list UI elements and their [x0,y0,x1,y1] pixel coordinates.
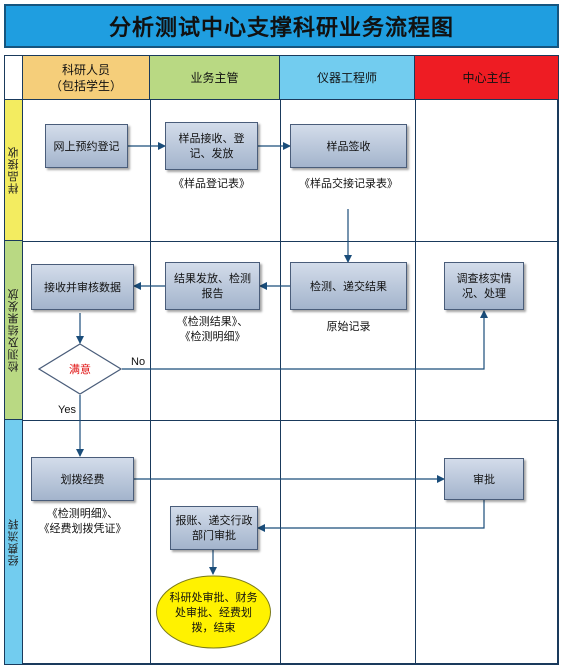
edge-approve-to-reimburse [257,500,485,532]
node-receive-review[interactable]: 接收并审核数据 [31,264,134,310]
doc-funds-voucher[interactable]: 《检测明细》、 《经费划拨凭证》 [31,503,134,549]
doc-sample-register[interactable]: 《样品登记表》 [165,171,258,209]
decision-label: 满意 [69,363,91,376]
node-result-release[interactable]: 结果发放、检测报告 [165,262,260,310]
doc-sample-register-label: 《样品登记表》 [173,177,250,190]
node-sample-sign[interactable]: 样品签收 [290,124,407,168]
diagram-title: 分析测试中心支撑科研业务流程图 [4,4,559,48]
node-decision-satisfied[interactable]: 满意 [38,343,122,395]
node-sample-receive[interactable]: 样品接收、登记、发放 [165,122,258,170]
doc-test-result[interactable]: 《检测结果》、 《检测明细》 [165,311,260,355]
corner-cell [5,56,23,100]
decision-diamond-shape [38,343,122,395]
doc-raw-record-label: 原始记录 [326,320,371,333]
node-online-booking[interactable]: 网上预约登记 [45,124,128,168]
column-header-instrument-engineer-label: 仪器工程师 [316,70,377,85]
column-divider-3 [415,100,416,664]
node-end[interactable]: 科研处审批、财务处审批、经费划拨，结束 [155,574,272,650]
lane-header-testing-results: 检测及结果发放 [5,241,23,420]
column-header-researcher-line1: 科研人员 [61,62,110,77]
node-allocate-funds[interactable]: 划拨经费 [31,457,134,501]
column-header-instrument-engineer: 仪器工程师 [280,56,415,100]
lane-divider-1 [23,241,558,242]
column-header-center-director: 中心主任 [415,56,558,100]
node-reimburse[interactable]: 报账、递交行政部门审批 [170,506,258,550]
end-ellipse-shape [156,575,271,649]
column-divider-1 [150,100,151,664]
end-label: 科研处审批、财务处审批、经费划拨，结束 [169,590,258,634]
doc-raw-record[interactable]: 原始记录 [290,311,407,355]
node-approve[interactable]: 审批 [444,458,524,500]
column-header-researcher: 科研人员 （包括学生） [23,56,150,100]
node-investigate[interactable]: 调查核实情况、处理 [444,262,524,310]
lane-divider-2 [23,420,558,421]
lane-header-sample-receiving: 样品接收 [5,100,23,241]
edge-label-no: No [131,356,146,368]
doc-funds-voucher-line1: 《检测明细》、 [46,507,119,520]
edge-label-yes: Yes [58,404,76,416]
column-header-researcher-line2: （包括学生） [49,78,122,93]
column-header-business-manager: 业务主管 [150,56,280,100]
edge-decision-no-to-investigate [122,310,488,370]
column-header-business-manager-label: 业务主管 [190,70,239,85]
doc-sample-handover-label: 《样品交接记录表》 [299,177,398,190]
doc-sample-handover[interactable]: 《样品交接记录表》 [290,171,407,209]
doc-test-result-line2: 《检测明细》 [179,330,246,343]
column-divider-2 [280,100,281,664]
doc-funds-voucher-line2: 《经费划拨凭证》 [38,522,127,535]
column-header-center-director-label: 中心主任 [462,70,511,85]
doc-test-result-line1: 《检测结果》、 [176,315,249,328]
lane-header-funds-flow: 经费流转 [5,420,23,664]
node-test-submit[interactable]: 检测、递交结果 [290,262,407,310]
